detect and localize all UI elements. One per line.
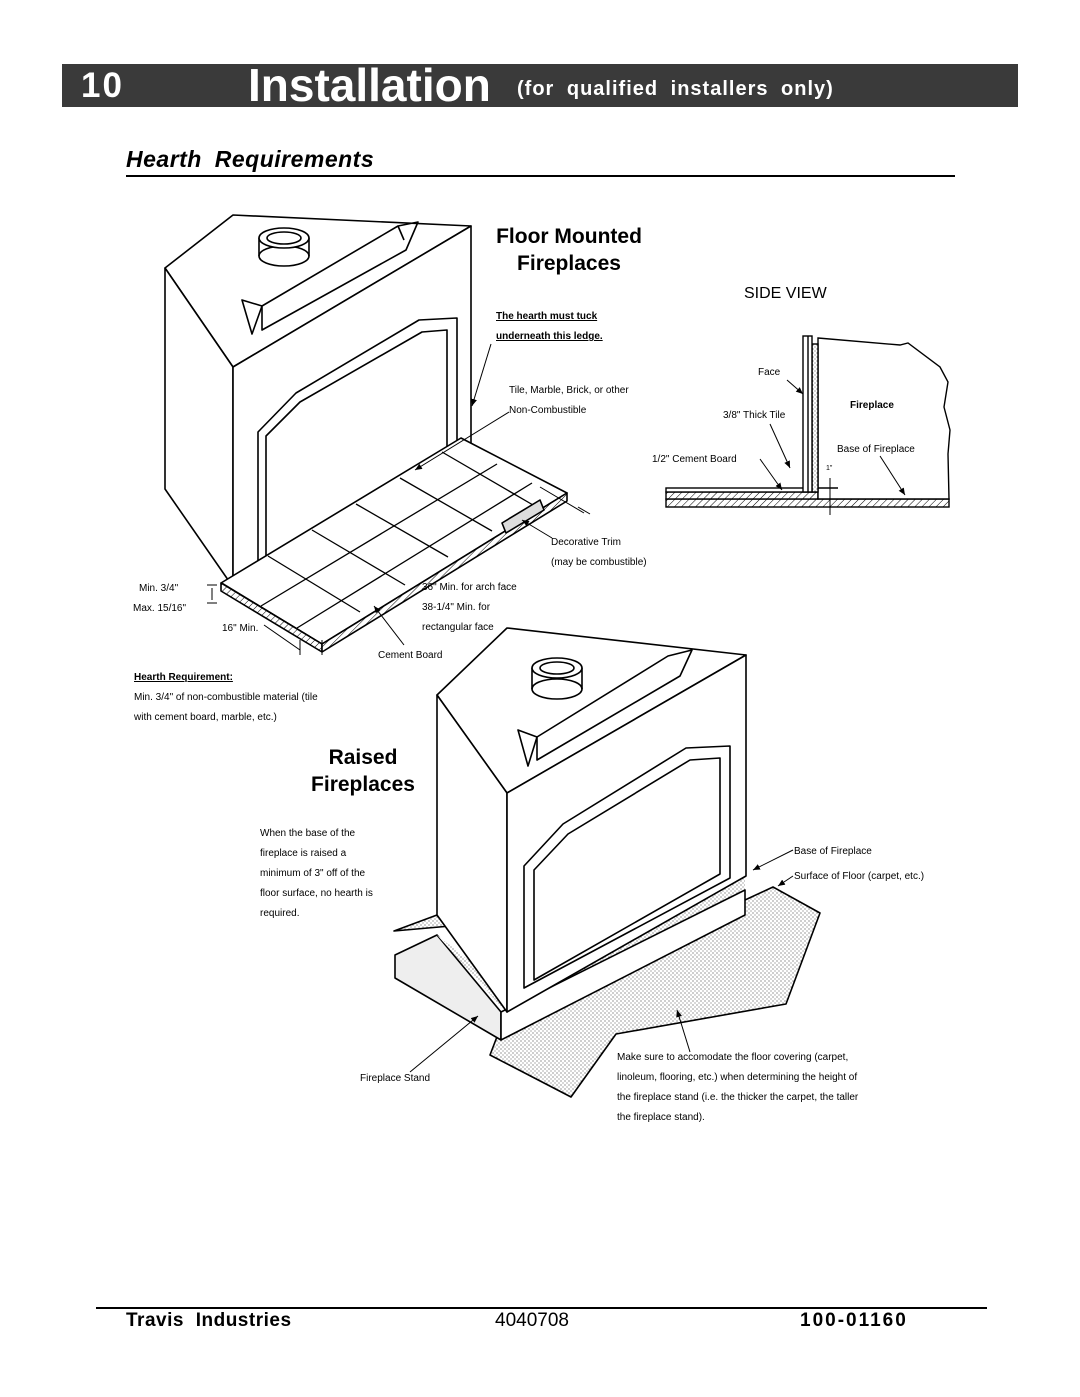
- width-line3: rectangular face: [422, 622, 494, 633]
- footer-part-number: 100-01160: [800, 1310, 908, 1331]
- floor-mounted-heading-line1: Floor Mounted: [496, 225, 642, 248]
- width-line1: 36" Min. for arch face: [422, 582, 517, 593]
- section-divider: [126, 175, 955, 177]
- raised-note-line5: required.: [260, 908, 300, 919]
- footer-company: Travis Industries: [126, 1310, 292, 1331]
- floor-covering-line2: linoleum, flooring, etc.) when determini…: [617, 1072, 858, 1083]
- hearth-requirement-line2: with cement board, marble, etc.): [134, 712, 277, 723]
- tuck-note: The hearth must tuck underneath this led…: [496, 307, 603, 347]
- floor-covering-note: Make sure to accomodate the floor coveri…: [617, 1048, 858, 1128]
- side-view-cement-board-label: 1/2" Cement Board: [652, 454, 737, 465]
- raised-note-line3: minimum of 3" off of the: [260, 868, 366, 879]
- footer-document-number: 4040708: [495, 1310, 569, 1331]
- floor-covering-line1: Make sure to accomodate the floor coveri…: [617, 1052, 849, 1063]
- fireplace-stand-label: Fireplace Stand: [360, 1073, 431, 1084]
- raised-note-line4: floor surface, no hearth is: [260, 888, 373, 899]
- header-banner: 10 Installation (for qualified installer…: [62, 59, 1018, 111]
- cement-board-label: Cement Board: [378, 650, 443, 661]
- side-view-face-label: Face: [758, 367, 781, 378]
- hearth-requirement-line1: Min. 3/4" of non-combustible material (t…: [134, 692, 318, 703]
- side-view-one-inch-label: 1": [826, 465, 833, 472]
- side-view-drawing: [665, 335, 951, 515]
- width-min-label: 36" Min. for arch face 38-1/4" Min. for …: [422, 578, 517, 638]
- decorative-trim-line1: Decorative Trim: [551, 537, 622, 548]
- width-line2: 38-1/4" Min. for: [422, 602, 491, 613]
- floor-mounted-heading: Floor Mounted Fireplaces: [478, 223, 660, 277]
- hearth-requirement-note: Hearth Requirement: Min. 3/4" of non-com…: [134, 668, 318, 728]
- footer-divider: [96, 1307, 987, 1309]
- floor-covering-line4: the fireplace stand).: [617, 1112, 705, 1123]
- floor-mounted-fireplace-drawing: [164, 214, 591, 655]
- side-view-fireplace-label: Fireplace: [850, 400, 894, 411]
- section-title: Hearth Requirements: [126, 146, 375, 172]
- raised-note-line2: fireplace is raised a: [260, 848, 347, 859]
- tile-label-line1: Tile, Marble, Brick, or other: [509, 385, 629, 396]
- page-title: Installation: [248, 59, 491, 111]
- raised-base-label: Base of Fireplace: [794, 846, 872, 857]
- raised-heading-line1: Raised: [328, 746, 398, 769]
- tile-label-line2: Non-Combustible: [509, 405, 587, 416]
- raised-floor-surface-label: Surface of Floor (carpet, etc.): [794, 871, 925, 882]
- raised-heading-line2: Fireplaces: [311, 773, 415, 796]
- tuck-note-line2: underneath this ledge.: [496, 331, 603, 342]
- page-subtitle: (for qualified installers only): [517, 78, 834, 100]
- decorative-trim-label: Decorative Trim (may be combustible): [551, 533, 647, 573]
- depth-min-label: 16" Min.: [222, 623, 259, 634]
- floor-covering-line3: the fireplace stand (i.e. the thicker th…: [617, 1092, 859, 1103]
- tile-label: Tile, Marble, Brick, or other Non-Combus…: [509, 381, 629, 421]
- side-view-thick-tile-label: 3/8" Thick Tile: [723, 410, 786, 421]
- raised-fireplace-drawing: [393, 627, 821, 1098]
- raised-heading: Raised Fireplaces: [296, 744, 430, 798]
- hearth-requirement-title: Hearth Requirement:: [134, 672, 233, 683]
- side-view-base-label: Base of Fireplace: [837, 444, 915, 455]
- min-thickness-label: Min. 3/4": [139, 583, 179, 594]
- raised-note-line1: When the base of the: [260, 828, 356, 839]
- section-number: 10: [81, 66, 124, 105]
- floor-mounted-heading-line2: Fireplaces: [517, 252, 621, 275]
- max-thickness-label: Max. 15/16": [133, 603, 187, 614]
- tuck-note-line1: The hearth must tuck: [496, 311, 598, 322]
- side-view-title: SIDE VIEW: [744, 285, 827, 302]
- decorative-trim-line2: (may be combustible): [551, 557, 647, 568]
- raised-note: When the base of the fireplace is raised…: [260, 824, 373, 924]
